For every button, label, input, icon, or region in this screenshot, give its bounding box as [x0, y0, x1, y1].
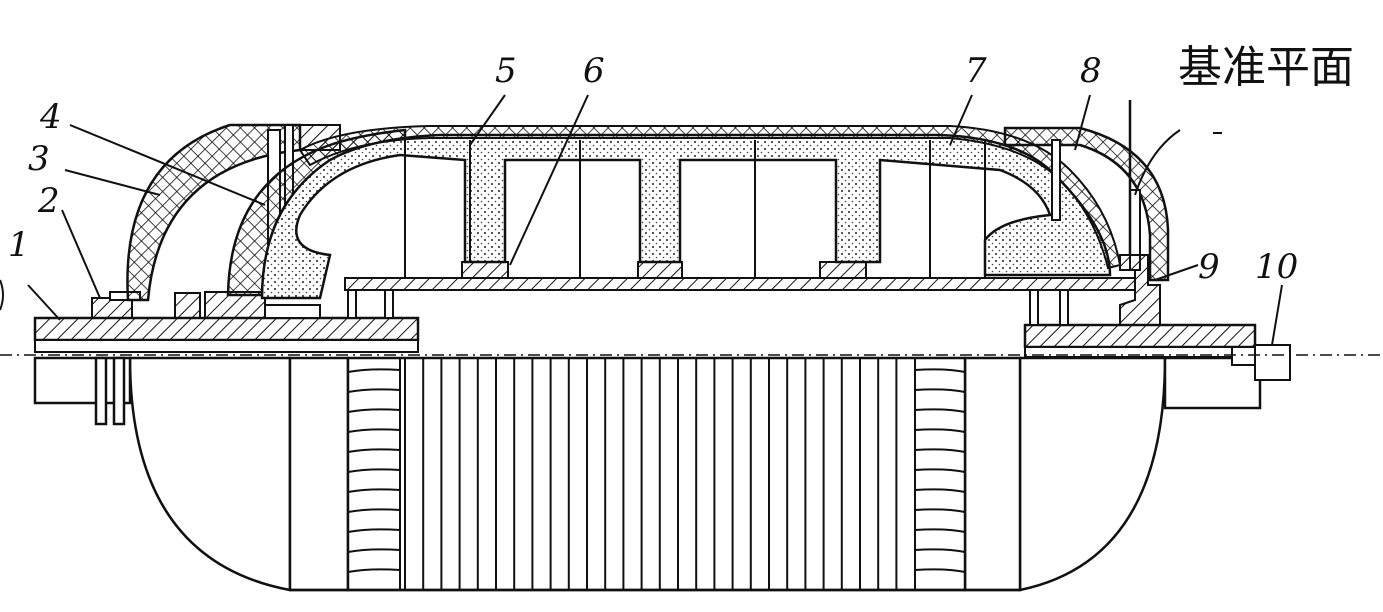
top-skin-layer: [298, 125, 1122, 270]
right-bolt: [1231, 344, 1291, 381]
callout-7: 7: [965, 51, 987, 91]
left-clamp-blocks: [91, 291, 321, 319]
left-edge-mark: [0, 279, 4, 311]
core-lamination-bars: [404, 358, 898, 590]
right-base-plate: [1023, 323, 1257, 349]
support-legs: [347, 289, 1069, 326]
pillar-foot-blocks: [461, 261, 867, 279]
callout-leaders: [27, 94, 1283, 346]
callout-9: 9: [1198, 247, 1220, 287]
left-base-rim: [34, 339, 419, 353]
right-clamp: [1119, 254, 1161, 326]
callout-5: 5: [495, 51, 517, 91]
callout-labels: 1 2 3 4 5 6 7 8 9 10: [8, 51, 1298, 287]
inner-support-plate: [344, 277, 1136, 291]
left-base-plate: [33, 316, 420, 342]
right-end-winding-strips: [914, 358, 966, 590]
callout-2: 2: [37, 181, 60, 221]
callout-1: 1: [8, 225, 30, 265]
dotted-moulding-body: [260, 133, 1112, 300]
reference-plane-label: 基准平面: [1178, 42, 1354, 93]
callout-4: 4: [39, 97, 62, 137]
callout-10: 10: [1255, 247, 1298, 287]
right-outer-cover-shell: [1003, 126, 1170, 282]
callout-8: 8: [1080, 51, 1102, 91]
left-end-winding-strips: [347, 358, 401, 590]
inner-slot-lines: [404, 140, 986, 278]
callout-6: 6: [583, 51, 605, 91]
callout-3: 3: [28, 139, 50, 179]
lower-outer-view: [33, 356, 1262, 592]
